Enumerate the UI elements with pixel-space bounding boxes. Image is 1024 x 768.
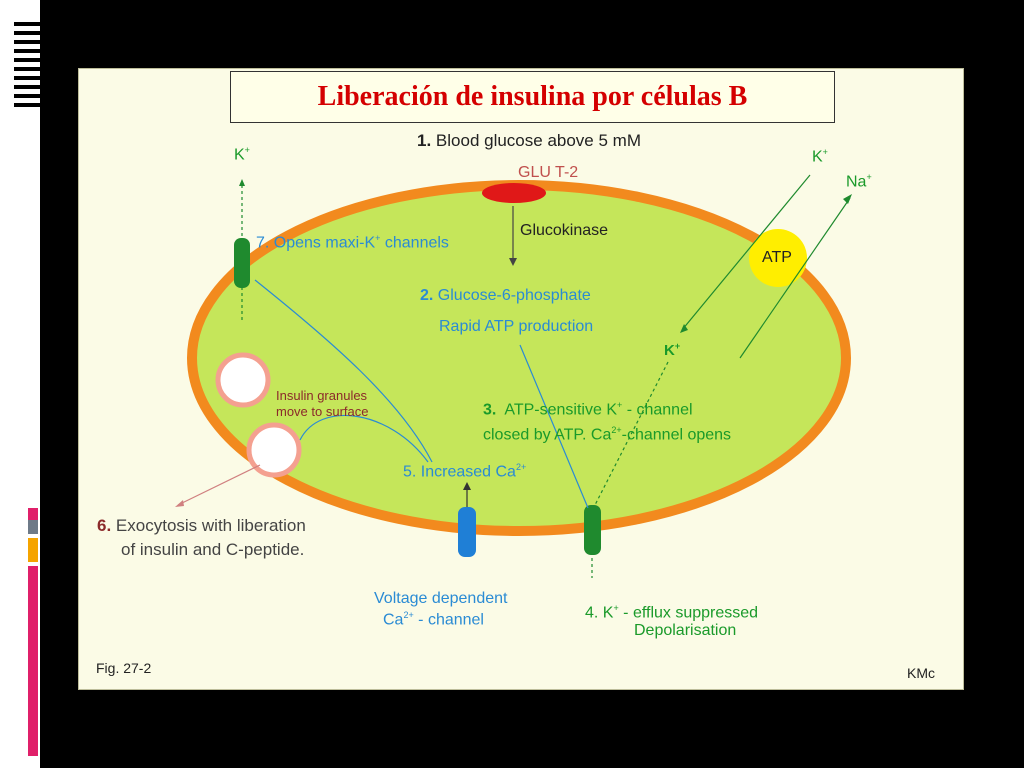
- granules-label-line1: Insulin granules: [276, 388, 368, 403]
- granules-label-line2: move to surface: [276, 404, 369, 419]
- step4-label-line2: Depolarisation: [634, 622, 737, 639]
- insulin-granule-2: [246, 422, 302, 478]
- slide-title: Liberación de insulina por células B: [317, 81, 748, 112]
- k-ion-inside: K+: [664, 341, 681, 359]
- step4-label-line1: 4. K+ - efflux suppressed: [585, 603, 759, 622]
- insulin-granule-1: [215, 352, 271, 408]
- accent-bar-red: [28, 508, 38, 520]
- glucokinase-label: Glucokinase: [520, 222, 609, 239]
- step2-label: 2. Glucose-6-phosphate: [420, 287, 591, 304]
- step5-label: 5. Increased Ca2+: [403, 462, 527, 481]
- step3-label-line2: closed by ATP. Ca2+-channel opens: [483, 425, 732, 444]
- atp-label: ATP: [762, 249, 792, 266]
- atp-production-label: Rapid ATP production: [439, 318, 594, 335]
- na-ion-top-right: Na+: [846, 172, 872, 191]
- step1-label: 1. Blood glucose above 5 mM: [417, 131, 641, 150]
- accent-bar-gray: [28, 520, 38, 534]
- step6-label-line1: 6. Exocytosis with liberation: [97, 516, 306, 535]
- logo-lines-icon: [14, 22, 40, 122]
- accent-bar-orange: [28, 538, 38, 562]
- credit-label: KMc: [907, 665, 935, 681]
- accent-bar-pink: [28, 566, 38, 756]
- title-box: Liberación de insulina por células B: [230, 71, 835, 123]
- voltage-label-line1: Voltage dependent: [374, 590, 508, 607]
- katp-channel: [584, 505, 601, 555]
- step6-label-line2: of insulin and C-peptide.: [121, 540, 305, 559]
- glut2-transporter: [482, 183, 546, 203]
- k-ion-top-left: K+: [234, 145, 250, 164]
- fig-label: Fig. 27-2: [96, 660, 152, 676]
- k-ion-top-right: K+: [812, 147, 828, 166]
- ca-channel: [458, 507, 476, 557]
- atp-circle: [749, 229, 807, 287]
- voltage-label-line2: Ca2+ - channel: [383, 610, 484, 629]
- maxi-k-channel: [234, 238, 250, 288]
- glut2-label: GLU T-2: [518, 164, 579, 181]
- step3-label-line1: 3. ATP-sensitive K+ - channel: [483, 400, 693, 419]
- step7-label: 7. Opens maxi-K+ channels: [256, 233, 449, 252]
